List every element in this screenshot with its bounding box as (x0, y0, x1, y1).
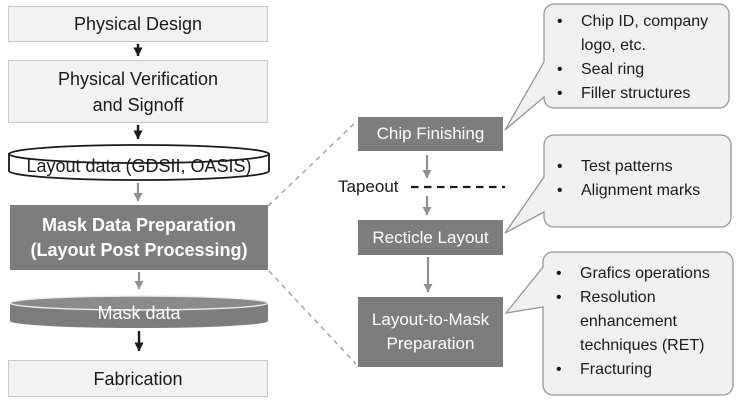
callout-item: • Alignment marks (554, 179, 724, 203)
callout-bubble-recticle-layout (504, 134, 732, 234)
node-layout-to-mask: Layout-to-Mask Preparation (358, 297, 503, 367)
node-label: Fabrication (93, 368, 183, 389)
callout-item: • Test patterns (554, 155, 724, 179)
dashed-connector-bottom (268, 270, 357, 365)
node-physical-design: Physical Design (8, 6, 268, 42)
node-label-line2: and Signoff (92, 94, 184, 115)
callout-item: • Resolution enhancement techniques (RET… (553, 286, 727, 358)
callout-item: • Fracturing (553, 358, 727, 382)
node-mask-data-label: Mask data (97, 303, 181, 323)
node-label-line1: Physical Verification (57, 68, 219, 89)
bullet-icon: • (556, 289, 562, 306)
node-fabrication: Fabrication (8, 360, 268, 397)
node-recticle-layout: Recticle Layout (358, 220, 503, 255)
bullet-icon: • (556, 361, 562, 378)
callout-bubble-layout-to-mask (504, 251, 734, 396)
callout-list-chip-finishing: • Chip ID, company logo, etc. • Seal rin… (554, 10, 722, 106)
node-label-line1: Mask Data Preparation (41, 214, 237, 235)
bullet-icon: • (556, 265, 562, 282)
node-label: Recticle Layout (372, 227, 489, 247)
dashed-connector-top (267, 120, 358, 207)
node-label-line2: (Layout Post Processing) (30, 239, 248, 260)
callout-list-layout-to-mask: • Grafics operations • Resolution enhanc… (553, 262, 727, 382)
callout-item: • Grafics operations (553, 262, 727, 286)
node-layout-data-label: Layout data (GDSII, OASIS) (26, 156, 252, 176)
tapeout-label: Tapeout (338, 177, 399, 196)
bullet-icon: • (557, 85, 563, 102)
callout-bubble-chip-finishing (504, 3, 730, 131)
mask-data-cylinder (9, 295, 269, 328)
node-chip-finishing: Chip Finishing (358, 117, 503, 151)
callout-item: • Filler structures (554, 82, 722, 106)
node-label-line1: Layout-to-Mask (371, 310, 490, 329)
bullet-icon: • (557, 61, 563, 78)
layout-data-cylinder (8, 144, 270, 181)
callout-item: • Seal ring (554, 58, 722, 82)
bullet-icon: • (557, 158, 563, 175)
bullet-icon: • (557, 182, 563, 199)
node-label: Physical Design (73, 14, 203, 34)
callout-list-recticle-layout: • Test patterns • Alignment marks (554, 155, 724, 203)
node-mask-data-preparation: Mask Data Preparation (Layout Post Proce… (10, 205, 268, 270)
node-label-line2: Preparation (386, 334, 475, 353)
node-label: Chip Finishing (376, 124, 485, 143)
node-physical-verification: Physical Verification and Signoff (8, 60, 268, 123)
bullet-icon: • (557, 13, 563, 30)
callout-item: • Chip ID, company logo, etc. (554, 10, 722, 58)
